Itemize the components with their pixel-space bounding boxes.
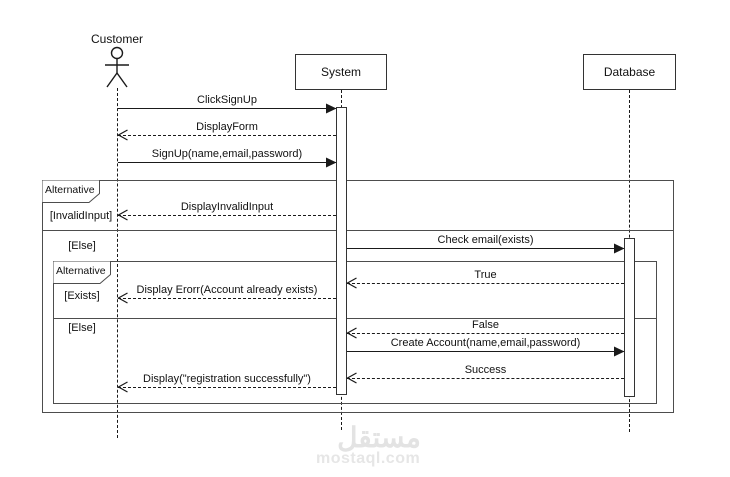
arrowhead-open-icon: [117, 209, 128, 221]
alt-frame-outer-divider: [42, 230, 674, 231]
frame-operator: Alternative: [56, 265, 106, 277]
message-line: [118, 298, 336, 299]
message-line: [347, 283, 624, 284]
participant-database-label: Database: [603, 65, 656, 79]
message-label: True: [474, 269, 497, 281]
arrowhead-open-icon: [346, 327, 357, 339]
message-label: DisplayForm: [196, 121, 258, 133]
message-label: Check email(exists): [437, 234, 534, 246]
guard-inner-else: [Else]: [68, 322, 96, 334]
participant-database: Database: [583, 54, 676, 90]
stick-figure-icon: [105, 46, 129, 88]
frame-pentagon-icon: [42, 180, 100, 203]
message-line: [118, 135, 336, 136]
message-label: Display("registration successfully"): [143, 373, 311, 385]
message-line: [347, 351, 624, 352]
message-line: [347, 333, 624, 334]
message-label: DisplayInvalidInput: [180, 201, 274, 213]
watermark-domain: mostaql.com: [316, 450, 421, 467]
alt-frame-outer-label: Alternative: [42, 180, 100, 203]
frame-operator: Alternative: [45, 184, 95, 196]
frame-pentagon-icon: [53, 261, 111, 284]
message-line: [118, 387, 336, 388]
arrowhead-filled-icon: [326, 157, 337, 168]
message-label: ClickSignUp: [197, 94, 257, 106]
message-label: Success: [464, 364, 507, 376]
arrowhead-open-icon: [117, 292, 128, 304]
arrowhead-filled-icon: [326, 103, 337, 114]
guard-invalid-input: [InvalidInput]: [49, 210, 113, 222]
message-label: False: [472, 319, 499, 331]
alt-frame-inner-label: Alternative: [53, 261, 111, 284]
arrowhead-open-icon: [346, 277, 357, 289]
arrowhead-open-icon: [117, 129, 128, 141]
message-line: [347, 378, 624, 379]
alt-frame-inner: [53, 261, 657, 404]
activation-bar-database: [624, 238, 635, 397]
participant-system: System: [295, 54, 387, 90]
message-line: [118, 162, 336, 163]
alt-frame-outer: [42, 180, 674, 413]
guard-exists: [Exists]: [64, 290, 100, 302]
message-label: Display Erorr(Account already exists): [136, 284, 318, 296]
message-line: [118, 215, 336, 216]
lifeline-customer: [117, 88, 118, 438]
guard-outer-else: [Else]: [68, 240, 96, 252]
message-line: [118, 108, 336, 109]
message-label: SignUp(name,email,password): [151, 148, 303, 160]
arrowhead-open-icon: [346, 372, 357, 384]
actor-customer: [102, 46, 132, 95]
arrowhead-filled-icon: [614, 243, 625, 254]
message-line: [347, 248, 624, 249]
participant-system-label: System: [320, 65, 361, 79]
alt-frame-inner-divider: [53, 318, 657, 319]
activation-bar-system: [336, 107, 347, 395]
watermark-arabic-logo: مستقل: [337, 422, 421, 453]
actor-customer-label: Customer: [90, 32, 144, 46]
arrowhead-filled-icon: [614, 346, 625, 357]
message-label: Create Account(name,email,password): [390, 337, 581, 349]
arrowhead-open-icon: [117, 381, 128, 393]
